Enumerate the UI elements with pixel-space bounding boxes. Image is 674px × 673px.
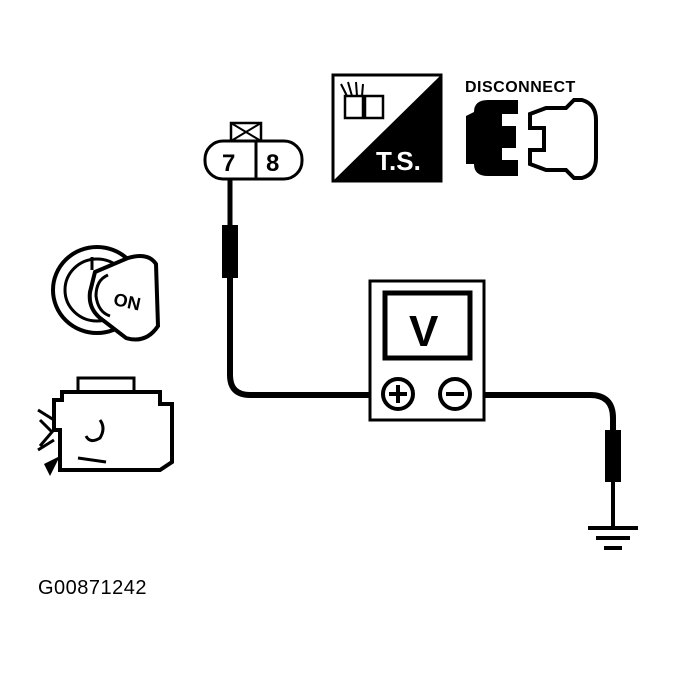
probe-lead-positive bbox=[222, 178, 383, 398]
engine-icon bbox=[37, 376, 174, 476]
voltmeter-display: V bbox=[409, 307, 439, 356]
connector-pin-8: 8 bbox=[266, 150, 279, 177]
probe-lead-negative bbox=[464, 392, 621, 528]
disconnect-label: DISCONNECT bbox=[465, 79, 576, 96]
connector-icon: 7 8 bbox=[203, 121, 304, 181]
harness-connector-icon bbox=[340, 81, 385, 120]
ground-icon bbox=[588, 526, 638, 550]
disconnect-icon: DISCONNECT bbox=[465, 79, 598, 180]
figure-id: G00871242 bbox=[38, 577, 148, 599]
connector-pin-7: 7 bbox=[222, 150, 235, 177]
ignition-key-icon: ON bbox=[51, 245, 161, 342]
ts-harness-icon: T.S. bbox=[331, 73, 443, 183]
voltmeter-icon: V bbox=[368, 279, 486, 422]
ts-label: T.S. bbox=[376, 146, 421, 176]
